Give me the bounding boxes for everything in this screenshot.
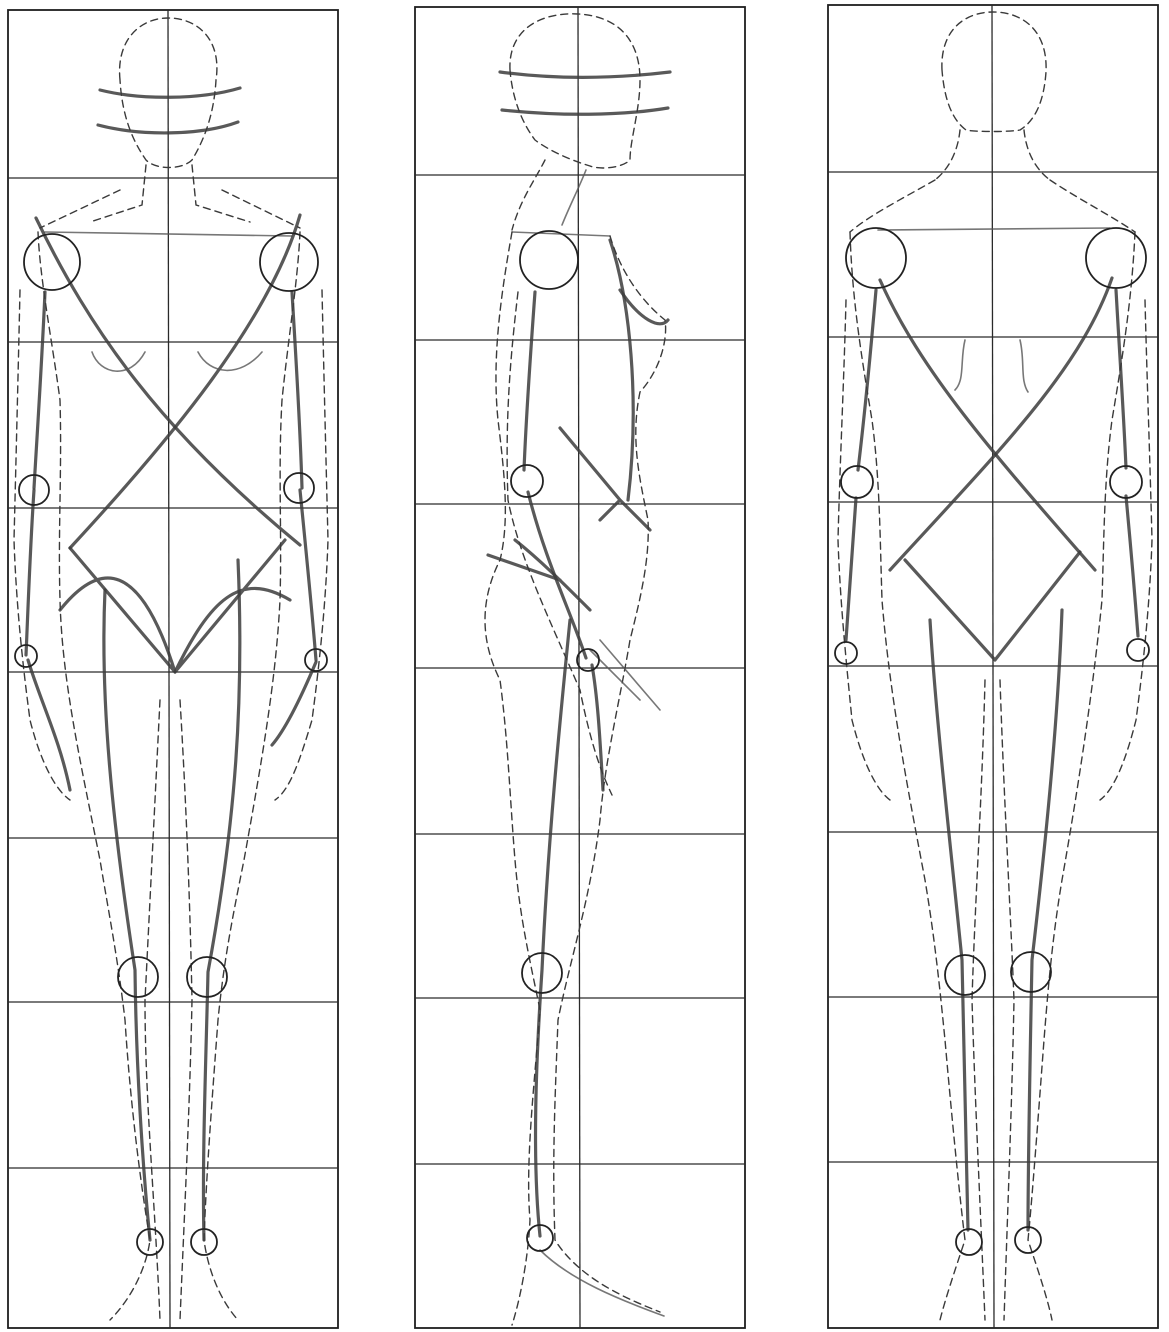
back-forearm-left	[846, 498, 856, 640]
front-body-outline-right	[204, 232, 300, 1320]
front-leg-left	[104, 590, 150, 1240]
front-pelvis-v-right	[175, 540, 290, 672]
back-arm-right	[1100, 300, 1152, 800]
back-shoulder-joint-right	[1086, 228, 1146, 288]
front-shoulder-joint-left	[24, 234, 80, 290]
side-front-outline	[554, 236, 666, 1312]
front-upper-arm-right	[292, 292, 302, 488]
back-wrist-joint-right	[1127, 639, 1149, 661]
back-ankle-joint-left	[956, 1229, 982, 1255]
side-eye-guideline	[500, 72, 670, 77]
side-hip-diagonal	[488, 540, 590, 610]
back-leg-right	[1028, 610, 1062, 1230]
back-view-panel	[828, 5, 1158, 1328]
side-shoulder-joint	[520, 231, 578, 289]
side-hip-rays	[590, 640, 660, 710]
back-torso-diagonal-right	[890, 278, 1112, 570]
front-body-outline-left	[38, 232, 150, 1320]
back-shoulder-joint-left	[846, 228, 906, 288]
front-elbow-joint-right	[284, 473, 314, 503]
side-back-outline	[485, 232, 540, 1325]
front-view-panel	[8, 10, 338, 1328]
front-hand-left	[28, 660, 70, 790]
front-shoulder-joint-right	[260, 233, 318, 291]
back-upper-arm-right	[1116, 290, 1126, 468]
front-upper-arm-left	[34, 292, 45, 488]
side-neck-front	[562, 170, 586, 225]
front-grid-lines	[8, 178, 338, 1168]
front-trapezius	[40, 190, 300, 228]
side-upper-arm	[524, 292, 535, 470]
side-mouth-guideline	[502, 108, 668, 114]
front-torso-diagonal-right	[70, 215, 300, 548]
front-hand-right	[272, 662, 316, 745]
back-shoulder-line	[878, 228, 1110, 230]
side-leg	[536, 620, 570, 1236]
back-leg-left	[930, 620, 968, 1230]
back-elbow-joint-right	[1110, 466, 1142, 498]
side-forearm	[528, 492, 586, 658]
front-forearm-left	[26, 490, 34, 655]
back-head-outline	[942, 12, 1046, 132]
back-upper-arm-left	[858, 290, 876, 470]
front-pelvis-v-left	[60, 548, 175, 672]
back-torso-diagonal-left	[880, 280, 1095, 570]
back-forearm-right	[1126, 496, 1138, 636]
front-knee-joint-left	[118, 957, 158, 997]
side-head-outline	[510, 14, 640, 168]
side-view-panel	[415, 7, 745, 1328]
front-inner-legs	[145, 700, 192, 1320]
back-spine-curves	[955, 340, 1028, 392]
front-forearm-right	[300, 490, 316, 660]
front-center-line	[168, 10, 170, 1328]
back-knee-joint-left	[945, 955, 985, 995]
side-neck-back	[512, 160, 545, 230]
